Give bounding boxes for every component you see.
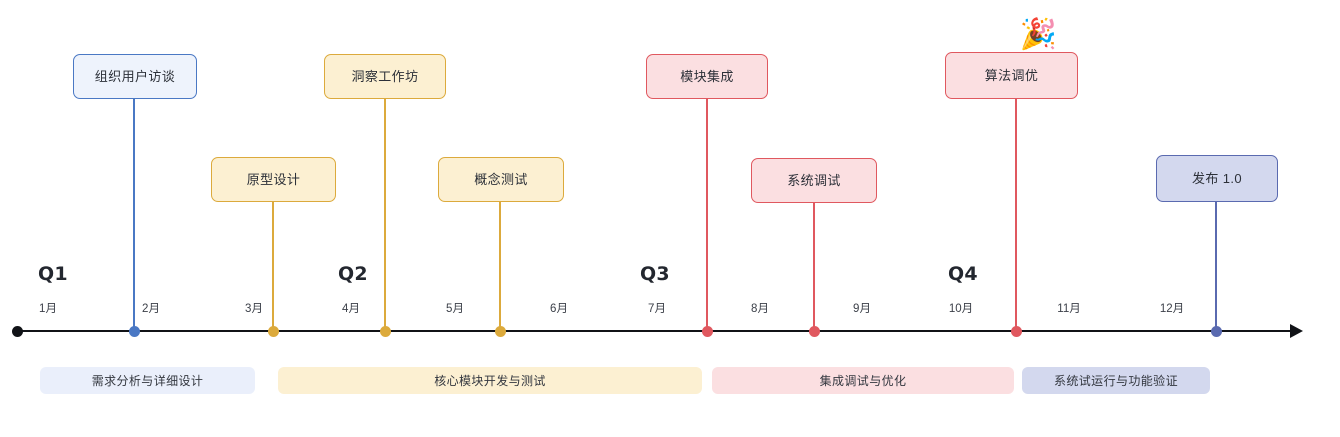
milestone-axis-dot[interactable] xyxy=(128,325,140,337)
milestone-card[interactable]: 模块集成 xyxy=(646,54,768,99)
quarter-label-q3: Q3 xyxy=(640,263,670,285)
phase-bar-label: 系统试运行与功能验证 xyxy=(1053,374,1178,388)
phase-bar[interactable]: 需求分析与详细设计 xyxy=(40,367,255,394)
phase-bar[interactable]: 集成调试与优化 xyxy=(712,367,1014,394)
milestone-card[interactable]: 算法调优 xyxy=(945,52,1078,99)
milestone-connector-line xyxy=(272,202,274,331)
milestone-connector-line xyxy=(1215,202,1217,331)
milestone-connector-line xyxy=(813,203,815,331)
month-label: 10月 xyxy=(948,303,974,315)
milestone-card[interactable]: 洞察工作坊 xyxy=(324,54,446,99)
milestone-card[interactable]: 概念测试 xyxy=(438,157,564,202)
month-label: 12月 xyxy=(1159,303,1185,315)
month-label: 7月 xyxy=(648,303,666,315)
month-label: 11月 xyxy=(1057,303,1081,315)
axis-line xyxy=(17,329,1290,333)
milestone-label: 算法调优 xyxy=(984,68,1039,83)
milestone-axis-dot[interactable] xyxy=(1210,325,1222,337)
month-label: 2月 xyxy=(142,303,160,315)
milestone-label: 系统调试 xyxy=(787,173,841,188)
milestone-connector-line xyxy=(1015,99,1017,331)
milestone-axis-dot[interactable] xyxy=(379,325,391,337)
phase-bar[interactable]: 核心模块开发与测试 xyxy=(278,367,702,394)
milestone-card[interactable]: 发布 1.0 xyxy=(1156,155,1278,202)
milestone-connector-line xyxy=(706,99,708,331)
axis-start-dot xyxy=(11,325,23,337)
milestone-connector-line xyxy=(133,99,135,331)
milestone-label: 发布 1.0 xyxy=(1191,171,1243,186)
month-label: 3月 xyxy=(245,303,263,315)
month-label: 6月 xyxy=(550,303,568,315)
milestone-label: 概念测试 xyxy=(474,172,528,187)
month-label: 1月 xyxy=(39,303,57,315)
month-label: 4月 xyxy=(342,303,360,315)
quarter-label-q2: Q2 xyxy=(338,263,368,285)
milestone-card[interactable]: 系统调试 xyxy=(751,158,877,203)
month-label: 5月 xyxy=(446,303,464,315)
axis-arrow-icon xyxy=(1290,324,1303,338)
phase-bar[interactable]: 系统试运行与功能验证 xyxy=(1022,367,1210,394)
phase-bar-label: 需求分析与详细设计 xyxy=(91,374,204,388)
milestone-label: 模块集成 xyxy=(680,69,734,84)
quarter-label-q1: Q1 xyxy=(38,263,68,285)
party-popper-icon: 🎉 xyxy=(1019,18,1057,51)
month-label: 8月 xyxy=(751,303,769,315)
quarter-label-q4: Q4 xyxy=(948,263,978,285)
milestone-card[interactable]: 原型设计 xyxy=(211,157,336,202)
milestone-connector-line xyxy=(384,99,386,331)
milestone-axis-dot[interactable] xyxy=(267,325,279,337)
milestone-label: 洞察工作坊 xyxy=(351,69,419,84)
month-label: 9月 xyxy=(853,303,871,315)
milestone-axis-dot[interactable] xyxy=(494,325,506,337)
milestone-axis-dot[interactable] xyxy=(808,325,820,337)
milestone-card[interactable]: 组织用户访谈 xyxy=(73,54,197,99)
phase-bar-label: 核心模块开发与测试 xyxy=(434,374,546,388)
milestone-label: 组织用户访谈 xyxy=(94,69,176,84)
milestone-axis-dot[interactable] xyxy=(1010,325,1022,337)
phase-bar-label: 集成调试与优化 xyxy=(819,374,907,388)
milestone-axis-dot[interactable] xyxy=(701,325,713,337)
milestone-connector-line xyxy=(499,202,501,331)
milestone-label: 原型设计 xyxy=(246,172,301,187)
